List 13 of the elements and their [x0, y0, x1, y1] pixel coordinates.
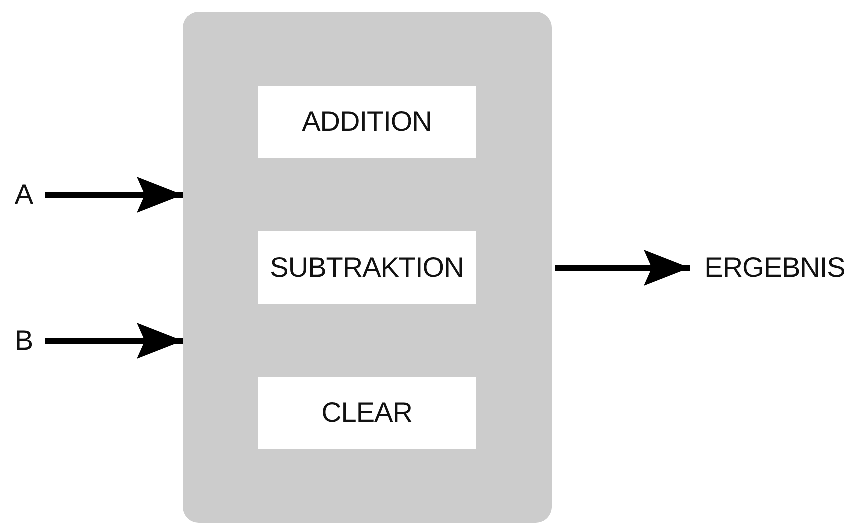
- arrow: [45, 323, 183, 359]
- function-box: [258, 377, 476, 449]
- function-label: SUBTRAKTION: [270, 252, 464, 284]
- function-box: [258, 231, 476, 304]
- signal-label: B: [14, 325, 34, 357]
- signal-label: ERGEBNIS: [704, 252, 846, 284]
- function-label: CLEAR: [322, 397, 412, 429]
- function-label: ADDITION: [302, 106, 432, 138]
- function-box: [258, 86, 476, 158]
- arrow: [45, 177, 183, 213]
- arrow: [555, 250, 690, 286]
- signal-label: A: [14, 179, 34, 211]
- block-box: [183, 12, 552, 523]
